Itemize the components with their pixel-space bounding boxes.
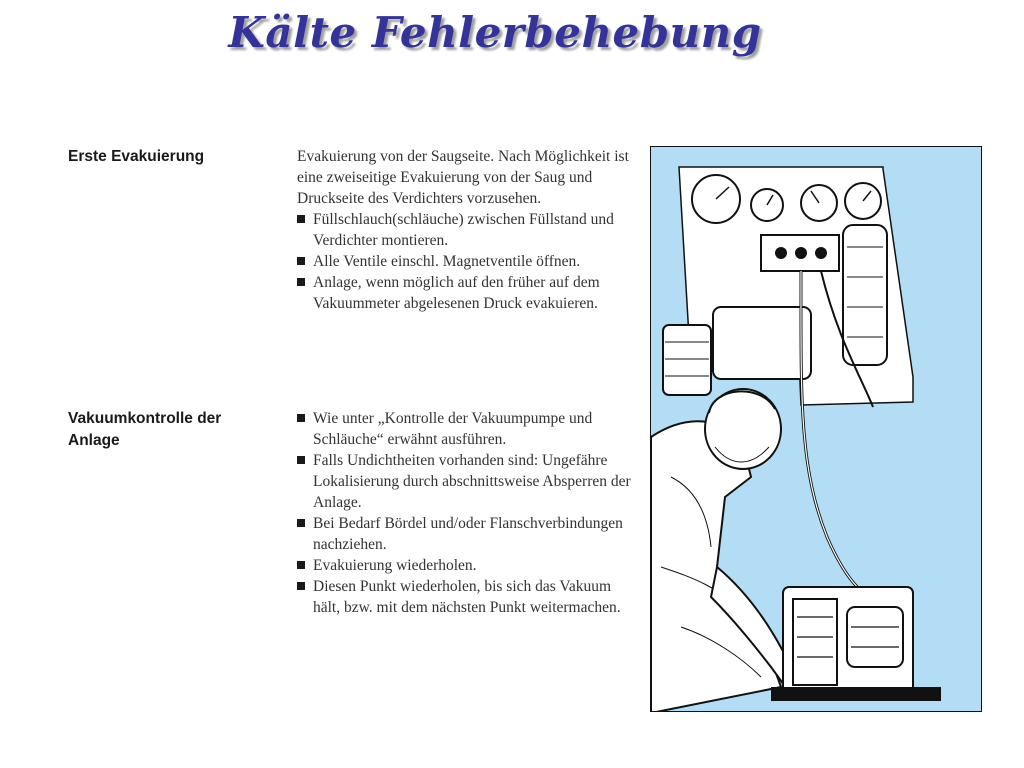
bullet-list: Füllschlauch(schläuche) zwischen Füllsta… <box>297 209 637 314</box>
square-bullet-icon <box>297 456 305 464</box>
section-label-vakuumkontrolle: Vakuumkontrolle der Anlage <box>68 410 222 449</box>
list-item: Füllschlauch(schläuche) zwischen Füllsta… <box>297 209 637 251</box>
list-item: Falls Undichtheiten vorhanden sind: Unge… <box>297 450 637 513</box>
list-item: Diesen Punkt wiederholen, bis sich das V… <box>297 576 637 618</box>
technician-vacuum-pump-drawing <box>651 166 941 711</box>
list-item-text: Bei Bedarf Bördel und/oder Flanschverbin… <box>313 515 623 553</box>
section-intro: Evakuierung von der Saugseite. Nach Mögl… <box>297 148 629 207</box>
list-item: Alle Ventile einschl. Magnetventile öffn… <box>297 251 637 272</box>
evacuation-illustration <box>650 146 982 712</box>
section-body-vakuumkontrolle: Wie unter „Kontrolle der Vakuumpumpe und… <box>297 408 637 618</box>
list-item-text: Evakuierung wiederholen. <box>313 557 477 574</box>
square-bullet-icon <box>297 215 305 223</box>
list-item: Anlage, wenn möglich auf den früher auf … <box>297 272 637 314</box>
section-label-erste-evakuierung: Erste Evakuierung <box>68 148 205 165</box>
square-bullet-icon <box>297 278 305 286</box>
list-item-text: Falls Undichtheiten vorhanden sind: Unge… <box>313 452 631 511</box>
square-bullet-icon <box>297 257 305 265</box>
list-item-text: Wie unter „Kontrolle der Vakuumpumpe und… <box>313 410 593 448</box>
square-bullet-icon <box>297 561 305 569</box>
list-item-text: Diesen Punkt wiederholen, bis sich das V… <box>313 578 621 616</box>
list-item-text: Füllschlauch(schläuche) zwischen Füllsta… <box>313 211 614 249</box>
bullet-list: Wie unter „Kontrolle der Vakuumpumpe und… <box>297 408 637 618</box>
list-item-text: Anlage, wenn möglich auf den früher auf … <box>313 274 600 312</box>
square-bullet-icon <box>297 519 305 527</box>
list-item: Wie unter „Kontrolle der Vakuumpumpe und… <box>297 408 637 450</box>
slide-title: Kälte Fehlerbehebung <box>228 8 762 57</box>
list-item: Bei Bedarf Bördel und/oder Flanschverbin… <box>297 513 637 555</box>
list-item: Evakuierung wiederholen. <box>297 555 637 576</box>
square-bullet-icon <box>297 582 305 590</box>
square-bullet-icon <box>297 414 305 422</box>
section-body-erste-evakuierung: Evakuierung von der Saugseite. Nach Mögl… <box>297 146 637 314</box>
list-item-text: Alle Ventile einschl. Magnetventile öffn… <box>313 253 581 270</box>
